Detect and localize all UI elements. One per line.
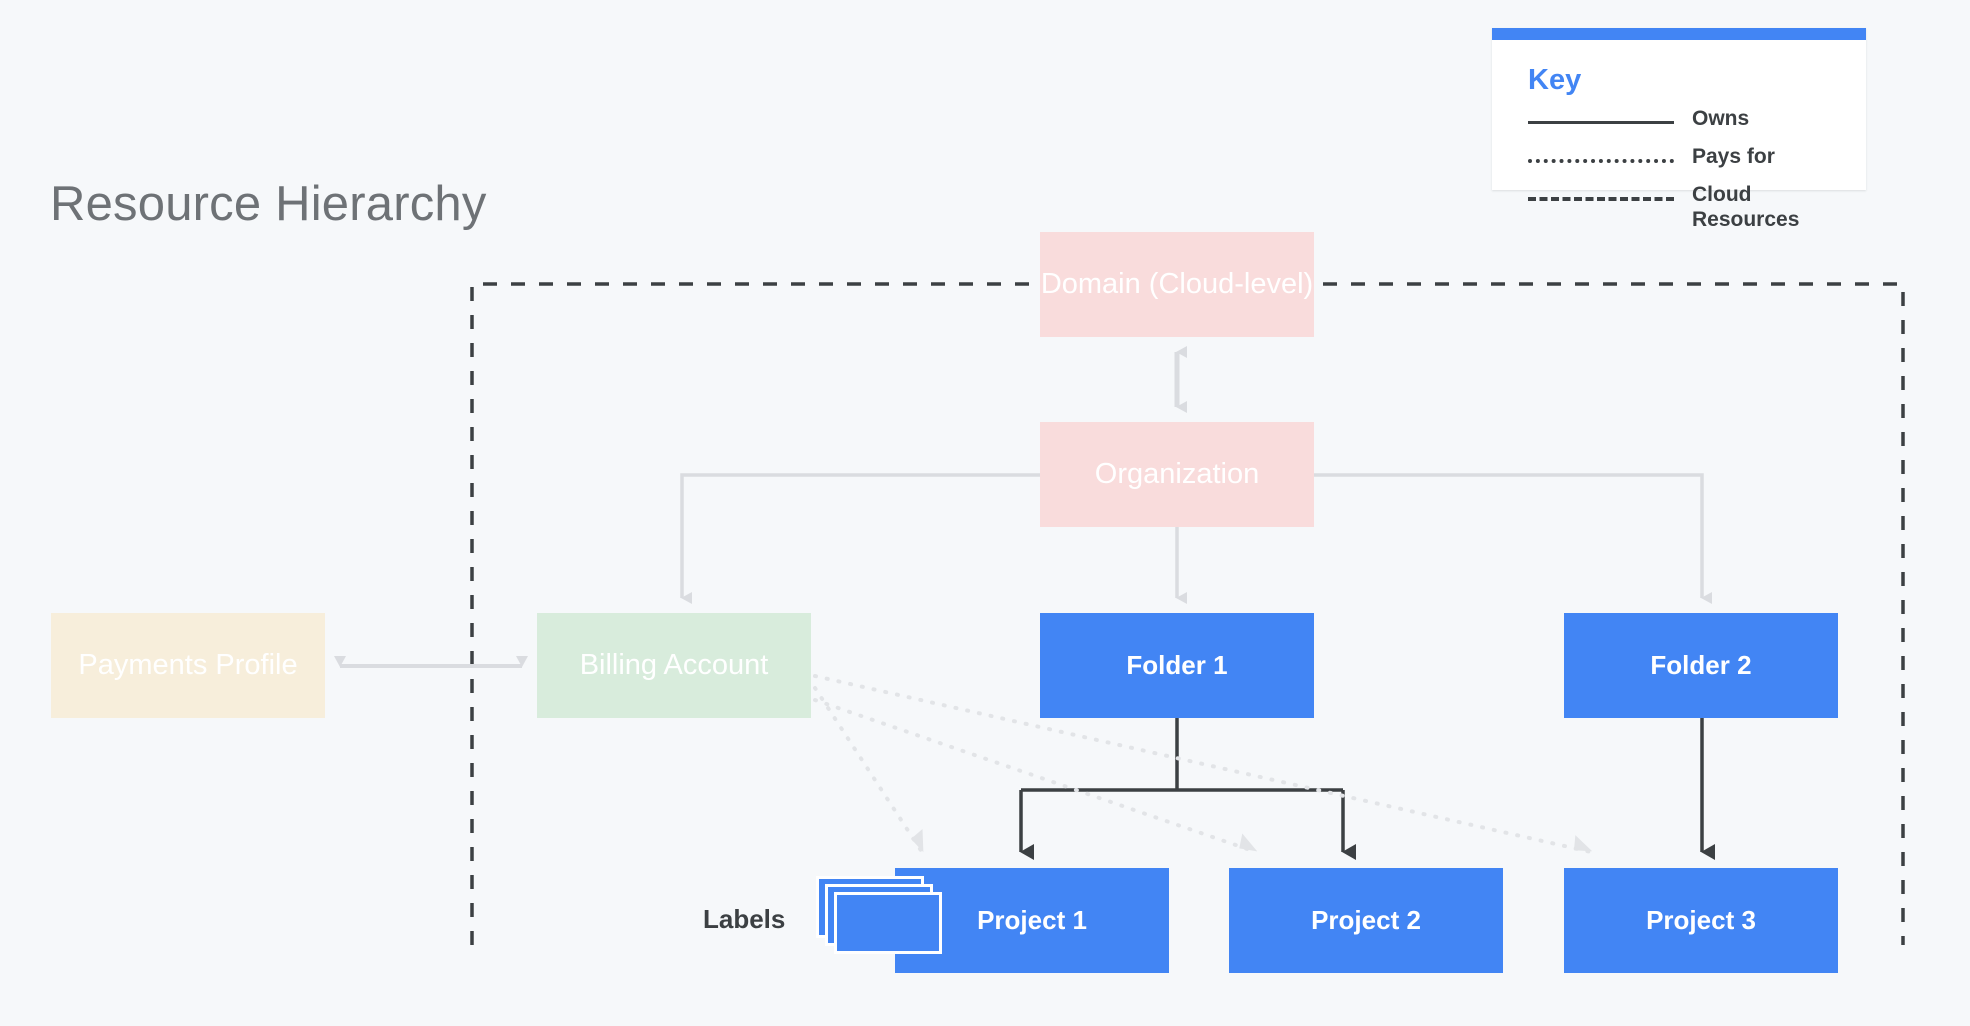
node-folder-2-label: Folder 2 [1650,649,1752,680]
node-project-3-label: Project 3 [1646,904,1756,935]
node-payments-profile[interactable]: Payments Profile [51,613,325,718]
node-folder-1-label: Folder 1 [1126,649,1228,680]
node-project-2-label: Project 2 [1311,904,1421,935]
legend-accent-bar [1492,28,1866,40]
legend-item-pays-for-label: Pays for [1692,145,1775,168]
node-folder-2[interactable]: Folder 2 [1564,613,1838,718]
node-billing-account-label: Billing Account [579,648,769,681]
labels-caption: Labels [703,904,786,934]
legend-title: Key [1528,64,1582,96]
edge-folder1-projects [1019,718,1356,860]
node-payments-profile-label: Payments Profile [78,648,298,681]
label-card-front [834,892,942,954]
page-title: Resource Hierarchy [50,177,487,231]
legend-dotted-line-icon [1528,151,1674,169]
legend-item-owns-label: Owns [1692,107,1750,130]
legend-item-pays-for: Pays for [1528,145,1866,183]
legend-item-owns: Owns [1528,107,1866,145]
node-organization-label: Organization [1094,457,1260,490]
legend-cloud-line1: Cloud [1692,183,1752,206]
node-domain-label: Domain (Cloud-level) [1040,267,1314,300]
node-domain[interactable]: Domain (Cloud-level) [1040,232,1314,337]
label-stack-icon [816,876,942,956]
node-organization[interactable]: Organization [1040,422,1314,527]
legend-cloud-line2: Resources [1692,207,1800,231]
node-project-2[interactable]: Project 2 [1229,868,1503,973]
node-project-1-label: Project 1 [977,904,1087,935]
legend-solid-line-icon [1528,113,1674,131]
node-billing-account[interactable]: Billing Account [537,613,811,718]
node-folder-1[interactable]: Folder 1 [1040,613,1314,718]
node-project-3[interactable]: Project 3 [1564,868,1838,973]
legend-dashed-line-icon [1528,189,1674,207]
